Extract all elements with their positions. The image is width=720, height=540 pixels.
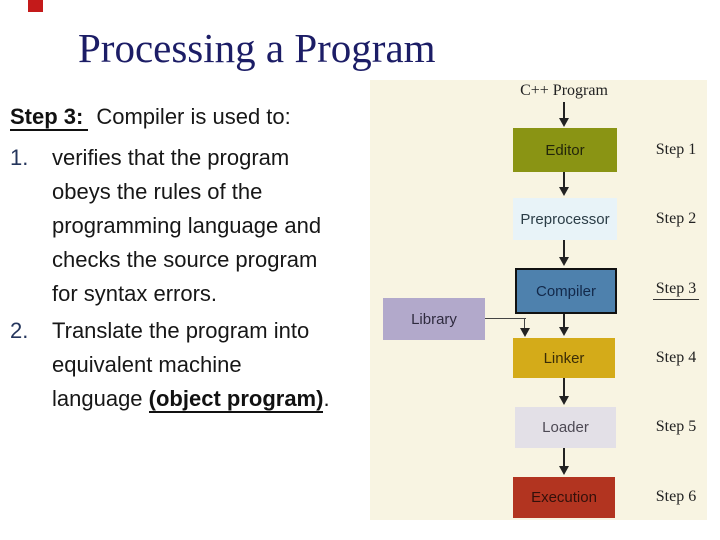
- execution-box-label: Execution: [531, 489, 597, 506]
- page-title: Processing a Program: [78, 25, 436, 71]
- loader-box: Loader: [515, 407, 616, 448]
- flow-arrowhead-icon: [559, 187, 569, 196]
- list-item-line: equivalent machine: [52, 352, 242, 377]
- step-5-label: Step 5: [655, 418, 697, 435]
- library-box: Library: [383, 298, 485, 340]
- flow-arrowhead-icon: [559, 466, 569, 475]
- list-item-line: checks the source program: [52, 247, 318, 272]
- execution-box: Execution: [513, 477, 615, 518]
- list-item-line: for syntax errors.: [52, 281, 218, 306]
- flow-arrowhead-icon: [559, 257, 569, 266]
- list-item-1: 1. verifies that the program obeys the r…: [10, 141, 321, 311]
- list-item-line: language (object program).: [52, 382, 330, 416]
- step-2-label: Step 2: [655, 210, 697, 227]
- preprocessor-box-label: Preprocessor: [520, 210, 610, 228]
- list-item-line: programming language and: [52, 213, 322, 238]
- library-arrowhead-icon: [520, 328, 530, 337]
- editor-box-label: Editor: [545, 141, 585, 159]
- library-box-label: Library: [411, 310, 457, 328]
- step-3-label: Step 3: [645, 280, 707, 300]
- last-line-pre: language: [52, 386, 149, 411]
- flow-arrowhead-icon: [559, 327, 569, 336]
- library-connector-line: [485, 318, 526, 319]
- list-number-2: 2.: [10, 318, 29, 343]
- flow-arrowhead-icon: [559, 118, 569, 127]
- slide-corner-marker: [28, 0, 43, 12]
- step-1-label: Step 1: [655, 141, 697, 158]
- flow-arrowhead-icon: [559, 396, 569, 405]
- linker-box-label: Linker: [543, 349, 585, 367]
- loader-box-label: Loader: [542, 419, 589, 436]
- cpp-program-label: C++ Program: [520, 82, 608, 99]
- step-heading-label: Step 3:: [10, 104, 89, 131]
- flow-arrow-line: [563, 240, 565, 257]
- linker-box: Linker: [513, 338, 615, 378]
- flow-arrow-line: [563, 102, 565, 118]
- preprocessor-box: Preprocessor: [513, 198, 617, 240]
- flow-arrow-line: [563, 172, 565, 187]
- step-heading: Step 3: Compiler is used to:: [10, 100, 291, 134]
- step-6-label: Step 6: [655, 488, 697, 505]
- compiler-box: Compiler: [515, 268, 617, 314]
- editor-box: Editor: [513, 128, 617, 172]
- compiler-box-label: Compiler: [535, 282, 596, 300]
- list-item-2: 2. Translate the program into equivalent…: [10, 314, 330, 416]
- flow-arrow-line: [563, 378, 565, 396]
- list-item-line: verifies that the program: [52, 145, 290, 170]
- step-3-label-text: Step 3: [652, 280, 700, 300]
- list-number-1: 1.: [10, 145, 29, 170]
- step-heading-text: Compiler is used to:: [96, 104, 291, 129]
- object-program-emphasis: (object program): [148, 386, 324, 413]
- last-line-post: .: [323, 386, 330, 411]
- step-4-label: Step 4: [655, 349, 697, 366]
- list-item-line: obeys the rules of the: [52, 179, 263, 204]
- flow-arrow-line: [563, 448, 565, 466]
- list-item-line: Translate the program into: [52, 318, 310, 343]
- library-connector-line: [524, 318, 525, 329]
- flow-arrow-line: [563, 312, 565, 327]
